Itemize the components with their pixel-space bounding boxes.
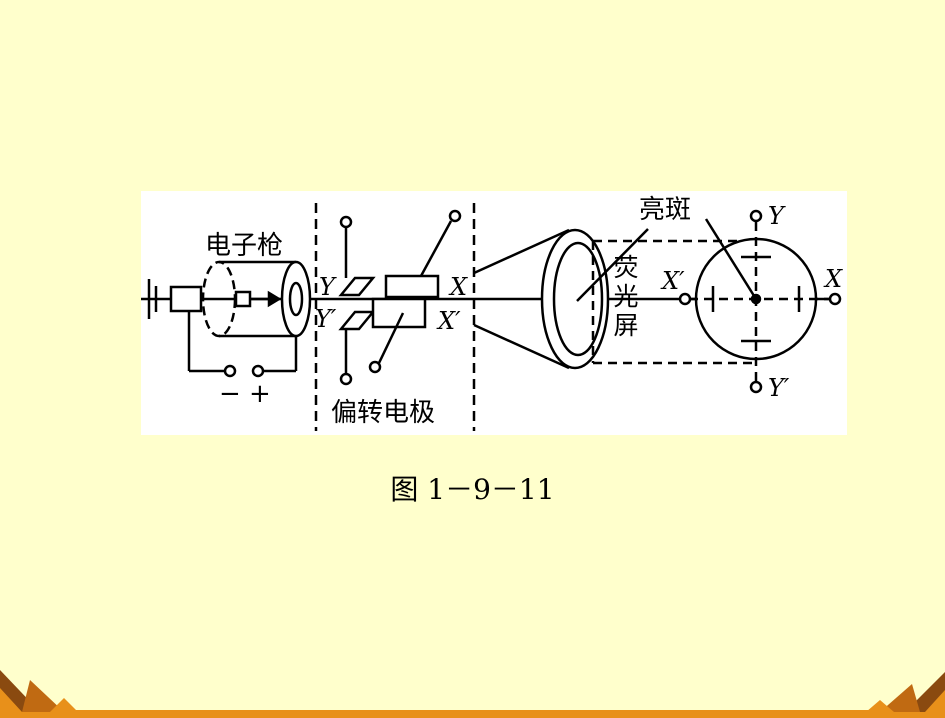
electron-gun-cylinder [201,260,296,338]
crt-funnel [473,228,610,370]
screen-x-prime-label: X′ [662,267,685,295]
oscilloscope-tube-diagram [141,203,842,431]
footer-bar [0,710,945,718]
anode-ring [251,260,312,378]
minus-terminal-label: − [219,379,241,409]
screen-y-label: Y [768,202,784,230]
screen-y-prime-label: Y′ [768,374,790,402]
screen-front-view [576,209,842,394]
x-plate-label: X [450,273,468,301]
diagram-panel: 电子枪 − + 偏转电极 亮斑 荧光屏 Y Y′ X X′ Y Y′ X X′ [141,191,847,435]
x-prime-plate-label: X′ [438,307,461,335]
bright-spot-label: 亮斑 [639,195,692,225]
y-plate-label: Y [319,273,335,301]
fluorescent-screen-label: 荧光屏 [613,253,639,340]
left-corner-triangles [0,670,78,712]
right-corner-triangles [866,672,945,712]
plus-terminal-label: + [249,379,271,409]
screen-x-label: X [825,265,843,293]
cathode [147,279,237,378]
x-deflection-plates [368,209,462,374]
projection-lines [591,239,755,365]
figure-caption: 图 1－9－11 [390,473,555,506]
electron-gun-label: 电子枪 [205,231,284,261]
y-prime-plate-label: Y′ [315,305,337,333]
deflection-electrodes-label: 偏转电极 [331,398,436,428]
